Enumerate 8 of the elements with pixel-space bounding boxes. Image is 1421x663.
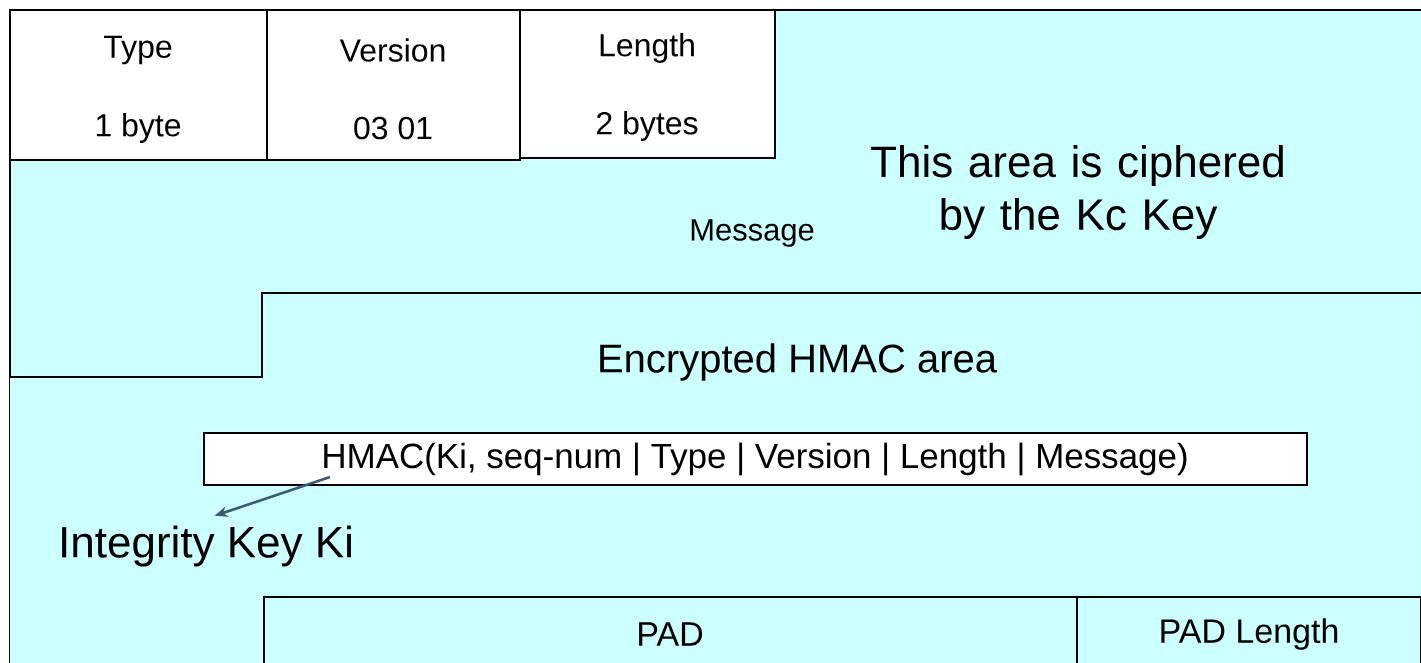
field-box: PAD Length	[1076, 596, 1421, 663]
hmac-box: HMAC(Ki, seq-num | Type | Version | Length | Message)	[203, 432, 1308, 486]
area-label: Message	[691, 219, 814, 247]
area-label: Integrity Key Ki	[62, 525, 351, 567]
field-box: Type 1 byte	[9, 9, 268, 161]
field-box: Version 03 01	[266, 9, 521, 161]
field-box: PAD	[263, 596, 1078, 663]
field-box: Length 2 bytes	[519, 9, 776, 159]
